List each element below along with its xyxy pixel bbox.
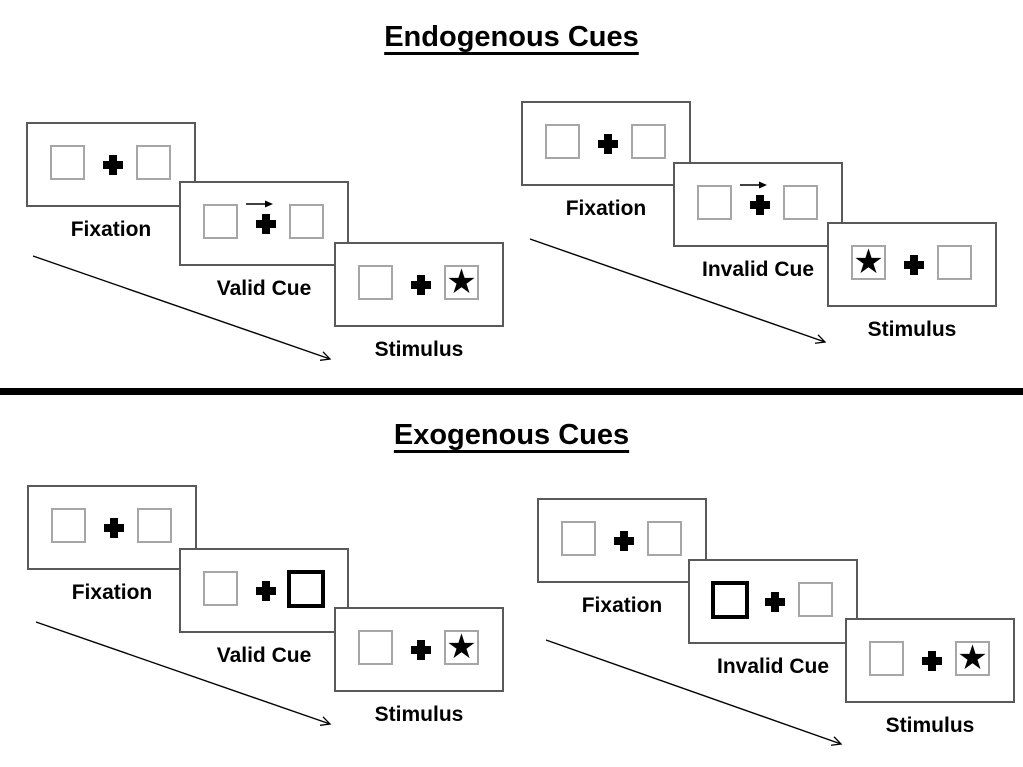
left-placeholder-box — [561, 521, 596, 556]
cue-arrow-icon — [246, 200, 273, 208]
target-star-icon: ★ — [446, 626, 477, 667]
fixation-cross-icon — [411, 640, 431, 660]
fixation-cross-icon — [765, 592, 785, 612]
right-target-box: ★ — [444, 630, 479, 665]
panel-label-stimulus: Stimulus — [885, 714, 975, 737]
stimulus-screen-panel: ★ — [845, 618, 1015, 703]
panel-label-fixation: Fixation — [70, 218, 152, 241]
target-star-icon: ★ — [957, 637, 988, 678]
section-divider — [0, 388, 1023, 395]
right-target-box: ★ — [444, 265, 479, 300]
fixation-cross-icon — [256, 581, 276, 601]
cue-screen-panel — [673, 162, 843, 247]
right-placeholder-box — [647, 521, 682, 556]
panel-label-stimulus: Stimulus — [374, 338, 464, 361]
target-star-icon: ★ — [446, 261, 477, 302]
panel-label-cue: Valid Cue — [216, 644, 312, 667]
right-placeholder-box — [289, 204, 324, 239]
cue-screen-panel — [179, 181, 349, 266]
panel-label-cue: Invalid Cue — [701, 258, 815, 281]
fixation-cross-icon — [103, 155, 123, 175]
endogenous-title: Endogenous Cues — [384, 21, 639, 53]
fixation-screen-panel — [537, 498, 707, 583]
stimulus-screen-panel: ★ — [334, 242, 504, 327]
panel-label-fixation: Fixation — [565, 197, 647, 220]
panel-label-cue: Invalid Cue — [716, 655, 830, 678]
fixation-screen-panel — [27, 485, 197, 570]
time-arrow-endogenous-valid — [32, 255, 330, 359]
right-placeholder-box — [631, 124, 666, 159]
fixation-cross-icon — [904, 255, 924, 275]
fixation-screen-panel — [521, 101, 691, 186]
stimulus-screen-panel: ★ — [334, 607, 504, 692]
fixation-cross-icon — [614, 531, 634, 551]
fixation-cross-icon — [411, 275, 431, 295]
fixation-cross-icon — [922, 651, 942, 671]
fixation-cross-icon — [598, 134, 618, 154]
cue-arrow-icon — [740, 181, 767, 189]
target-star-icon: ★ — [853, 241, 884, 282]
left-target-box: ★ — [851, 245, 886, 280]
left-placeholder-box — [51, 508, 86, 543]
left-placeholder-box — [203, 571, 238, 606]
left-placeholder-box — [358, 265, 393, 300]
right-placeholder-box — [137, 508, 172, 543]
left-placeholder-box — [545, 124, 580, 159]
cue-screen-panel — [179, 548, 349, 633]
right-cue-highlight-box — [287, 570, 325, 608]
right-placeholder-box — [937, 245, 972, 280]
panel-label-fixation: Fixation — [71, 581, 153, 604]
time-arrow-exogenous-valid — [35, 621, 330, 724]
fixation-cross-icon — [256, 214, 276, 234]
right-placeholder-box — [136, 145, 171, 180]
fixation-cross-icon — [750, 195, 770, 215]
panel-label-stimulus: Stimulus — [867, 318, 957, 341]
panel-label-cue: Valid Cue — [216, 277, 312, 300]
left-placeholder-box — [697, 185, 732, 220]
cue-screen-panel — [688, 559, 858, 644]
fixation-cross-icon — [104, 518, 124, 538]
exogenous-title: Exogenous Cues — [393, 419, 630, 451]
right-placeholder-box — [783, 185, 818, 220]
panel-label-stimulus: Stimulus — [374, 703, 464, 726]
left-placeholder-box — [50, 145, 85, 180]
stimulus-screen-panel: ★ — [827, 222, 997, 307]
left-placeholder-box — [358, 630, 393, 665]
time-arrow-endogenous-invalid — [529, 238, 825, 342]
left-placeholder-box — [203, 204, 238, 239]
right-target-box: ★ — [955, 641, 990, 676]
right-placeholder-box — [798, 582, 833, 617]
fixation-screen-panel — [26, 122, 196, 207]
panel-label-fixation: Fixation — [581, 594, 663, 617]
left-placeholder-box — [869, 641, 904, 676]
left-cue-highlight-box — [711, 581, 749, 619]
